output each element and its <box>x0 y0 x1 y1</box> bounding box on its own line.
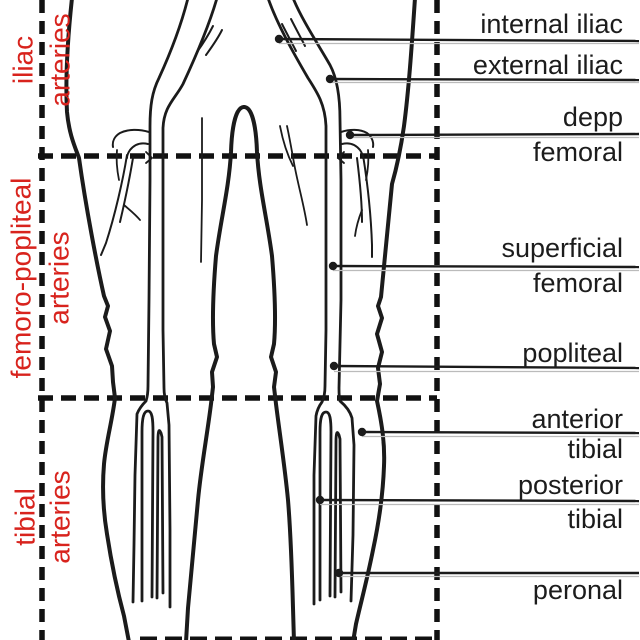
deep-femoral-dot <box>345 130 355 140</box>
label-internal-iliac: internal iliac <box>480 9 623 39</box>
right-posterior-tibial-loop <box>318 410 333 602</box>
left-deep-femoral-fork <box>123 204 141 221</box>
left-iliac-femoral-anterior-tibial-wall <box>131 0 189 604</box>
right-iliac-femoral-anterior-tibial-wall <box>292 0 356 603</box>
posterior-tibial-dot <box>315 495 325 505</box>
external-iliac-dot <box>325 74 335 84</box>
left-deep-femoral-origin <box>111 128 150 148</box>
left-peroneal-vessel <box>155 429 165 600</box>
left-deep-femoral-descending <box>100 154 128 256</box>
internal-iliac-dot <box>274 34 284 44</box>
region-label-tibial-line1: tibial <box>10 488 41 546</box>
region-label-iliac-line2: arteries <box>45 13 76 106</box>
right-internal-iliac-wall <box>290 18 306 47</box>
right-leg-inner-outline <box>242 105 296 640</box>
region-label-tibial-line2: arteries <box>45 470 76 563</box>
external-iliac-leader <box>329 77 640 82</box>
region-label-iliac-line1: iliac <box>8 36 39 84</box>
posterior-tibial-leader <box>319 498 640 503</box>
popliteal-dot <box>329 361 339 371</box>
internal-iliac-leader <box>278 37 640 43</box>
leg-outlines <box>64 0 417 640</box>
label-peroneal: peronal <box>533 575 623 605</box>
region-label-femoro-popliteal-line1: femoro-popliteal <box>6 178 37 379</box>
label-superficial-femoral-line2: femoral <box>533 268 623 298</box>
right-deep-femoral-descending <box>356 157 363 223</box>
label-deep-femoral-line1: depp <box>563 102 623 132</box>
right-deep-femoral-origin <box>340 128 375 148</box>
left-leg-inner-outline <box>184 105 246 640</box>
right-leg-outer-outline <box>351 0 417 640</box>
right-junction-mark <box>336 151 345 164</box>
label-posterior-tibial-line2: tibial <box>567 504 623 534</box>
left-deep-femoral-descending <box>119 157 134 223</box>
label-posterior-tibial-line1: posterior <box>518 470 623 500</box>
popliteal-leader <box>333 364 640 370</box>
callout-leaders <box>274 34 640 578</box>
peroneal-dot <box>334 568 344 578</box>
internal-iliac-branches <box>196 18 306 56</box>
left-leg-outer-outline <box>64 0 131 640</box>
left-internal-iliac-wall <box>196 25 214 53</box>
label-popliteal: popliteal <box>522 338 623 368</box>
label-superficial-femoral-line1: superficial <box>501 233 623 263</box>
superficial-femoral-dot <box>328 261 338 271</box>
anterior-tibial-dot <box>357 427 367 437</box>
region-boundaries <box>38 0 440 640</box>
left-medial-thigh-vessel <box>200 117 203 263</box>
deep-femoral-leader <box>349 132 640 137</box>
right-peroneal-vessel <box>333 431 343 599</box>
right-hip-stub <box>365 149 370 181</box>
left-hip-stub <box>115 149 120 181</box>
deep-femoral-branches <box>100 117 375 263</box>
anterior-tibial-leader <box>361 430 640 435</box>
right-medial-thigh-vessel <box>279 125 294 167</box>
label-external-iliac: external iliac <box>473 50 623 80</box>
artery-callout-labels: internal iliac external iliac depp femor… <box>473 9 623 605</box>
region-labels: iliac arteries femoro-popliteal arteries… <box>6 13 76 563</box>
label-anterior-tibial-line1: anterior <box>531 404 623 434</box>
left-iliac-femoral-posterior-tibial-wall <box>161 0 218 609</box>
left-internal-iliac-wall <box>205 29 223 56</box>
right-deep-femoral-descending <box>362 154 373 258</box>
arterial-tree <box>100 0 375 609</box>
left-junction-mark <box>145 151 154 164</box>
left-anterior-tibial-loop <box>140 409 155 603</box>
right-medial-thigh-vessel <box>286 125 308 226</box>
label-anterior-tibial-line2: tibial <box>567 434 623 464</box>
right-deep-femoral-fork <box>354 209 363 237</box>
right-iliac-femoral-posterior-tibial-wall <box>267 0 328 606</box>
superficial-femoral-leader <box>332 264 640 269</box>
label-deep-femoral-line2: femoral <box>533 137 623 167</box>
region-label-femoro-popliteal-line2: arteries <box>44 231 75 324</box>
